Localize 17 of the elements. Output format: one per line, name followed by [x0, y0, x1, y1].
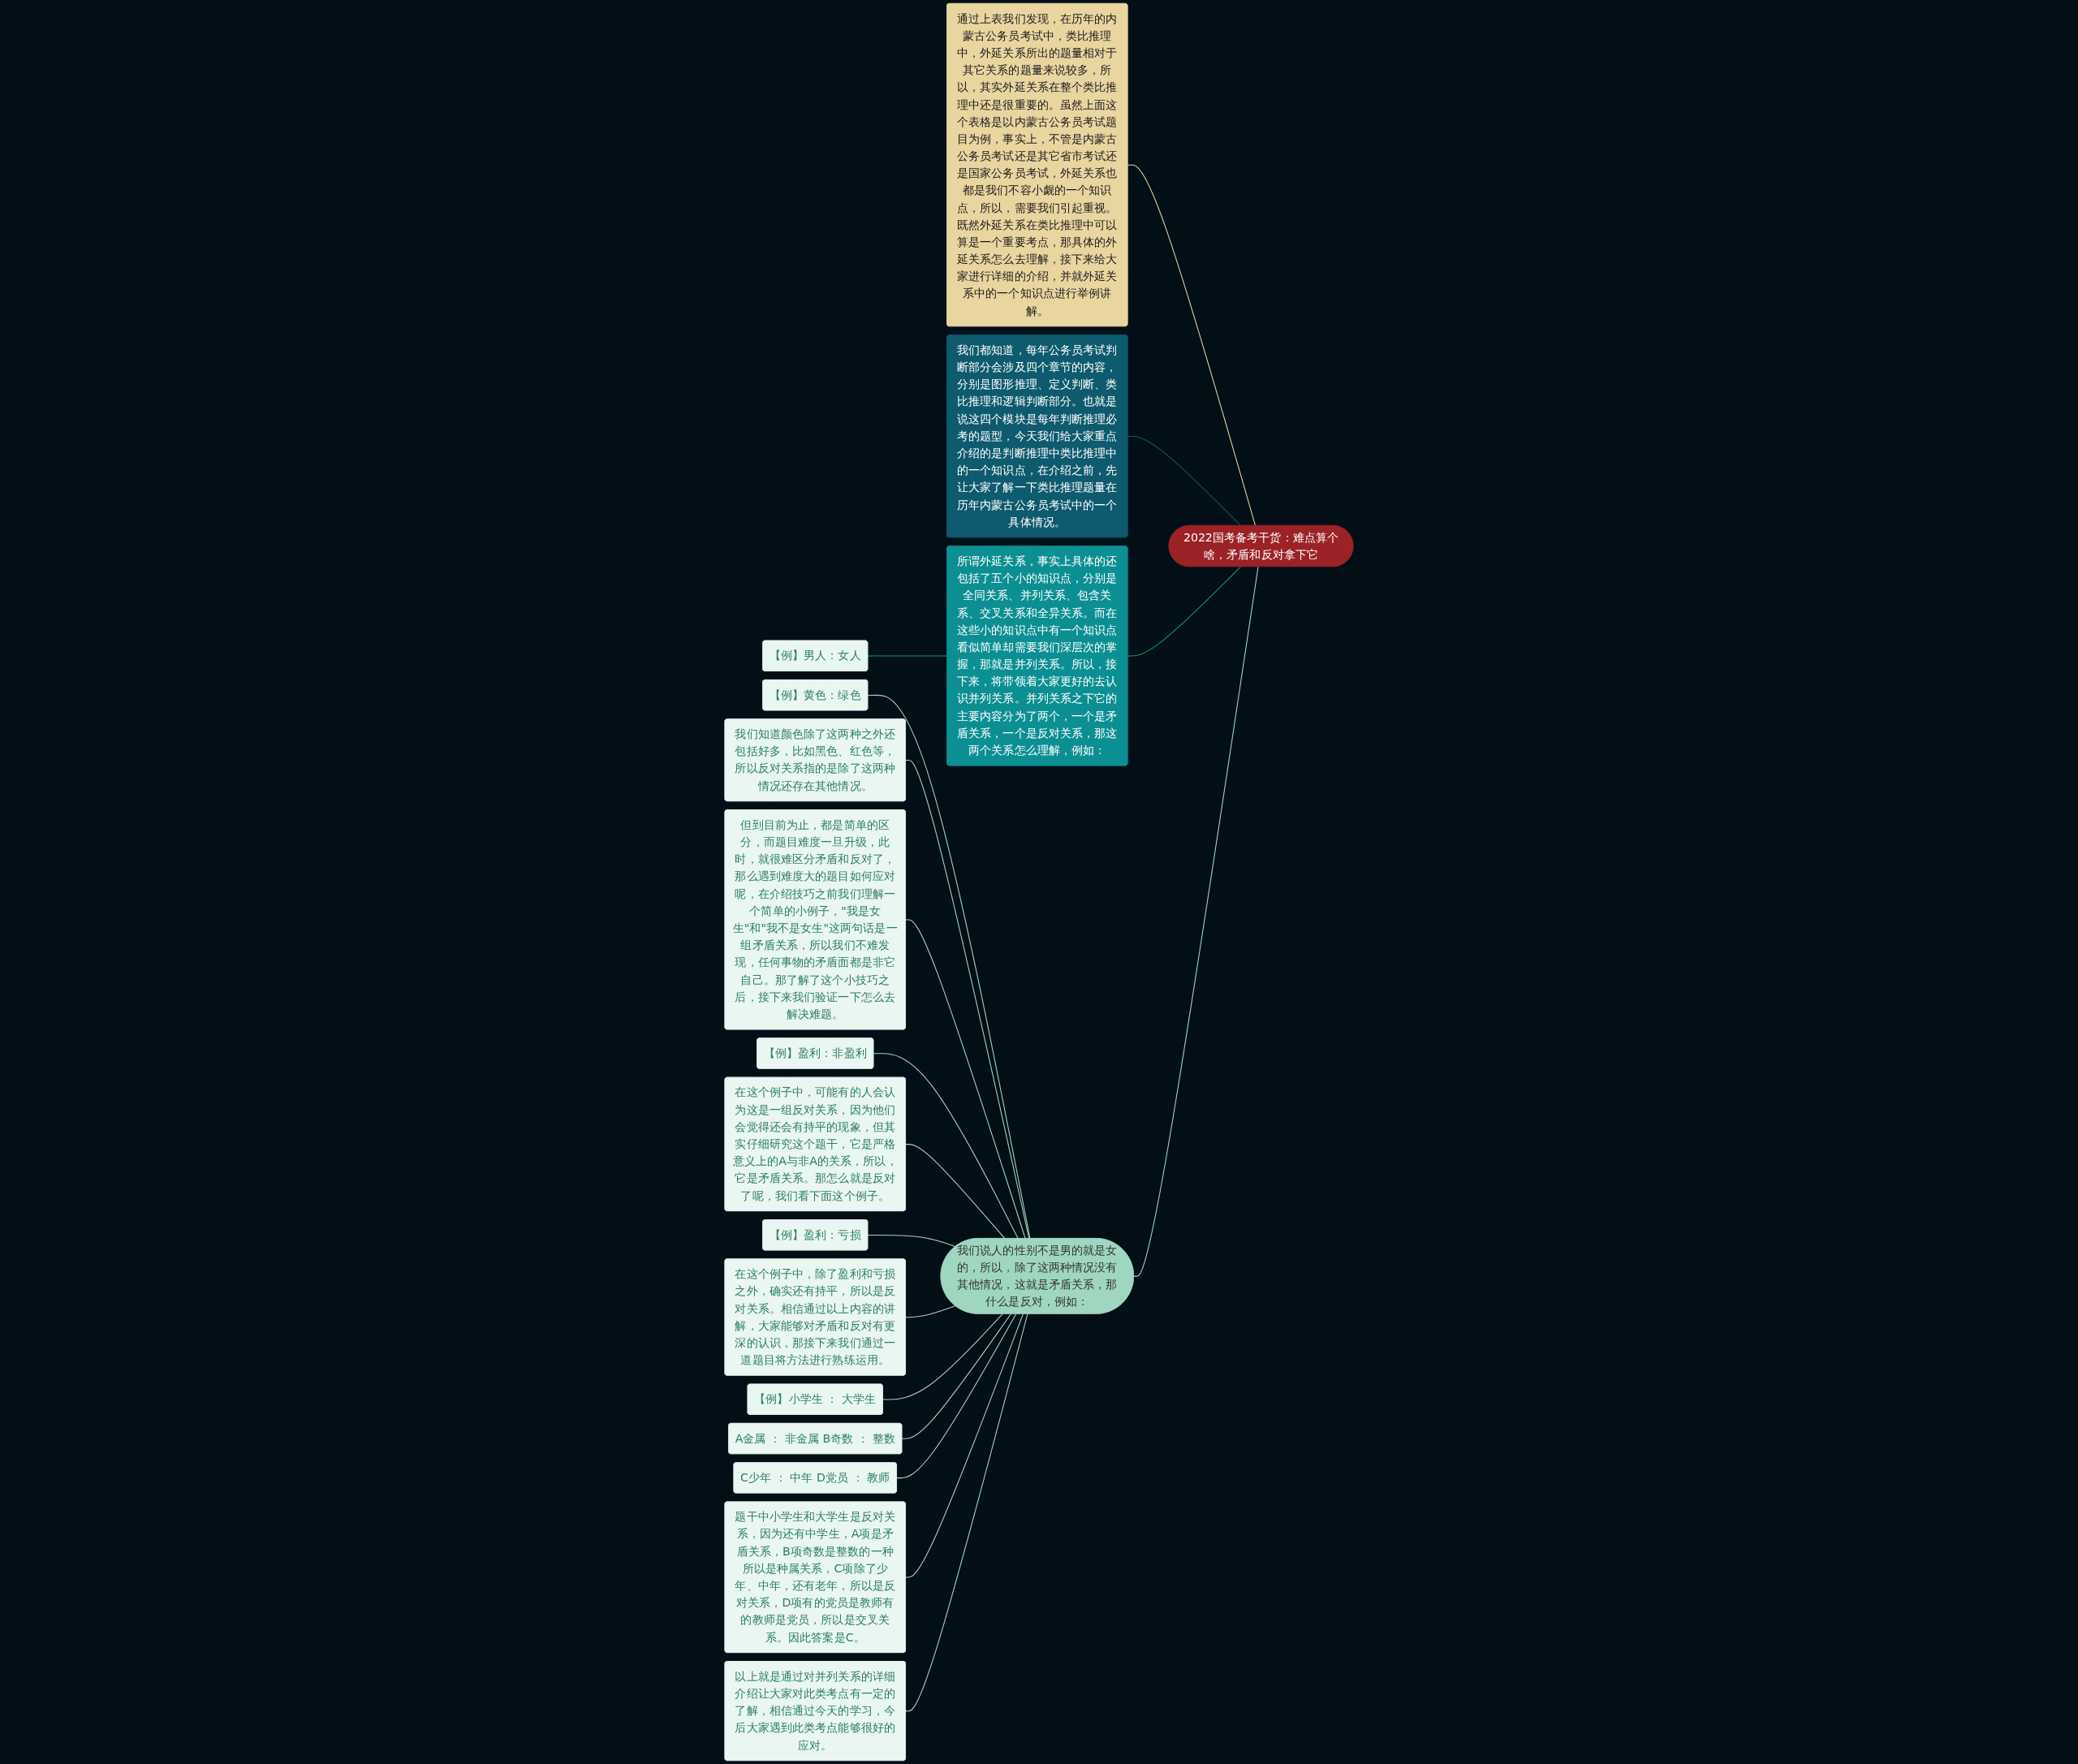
connector: [867, 694, 1031, 1240]
connector: [867, 1234, 956, 1248]
connector: [882, 1313, 1003, 1400]
connector: [867, 655, 948, 657]
connector: [905, 1305, 956, 1318]
connector: [905, 1313, 1024, 1578]
connector: [905, 1144, 1006, 1240]
connector: [901, 1313, 1011, 1439]
connector: [905, 759, 1030, 1240]
connector: [905, 919, 1026, 1240]
connector: [873, 1053, 1019, 1240]
connector: [1133, 566, 1259, 1277]
connector: [1127, 164, 1257, 527]
connector: [896, 1313, 1017, 1479]
connector: [1127, 435, 1242, 527]
connector: [1127, 566, 1242, 657]
connector: [905, 1313, 1028, 1712]
